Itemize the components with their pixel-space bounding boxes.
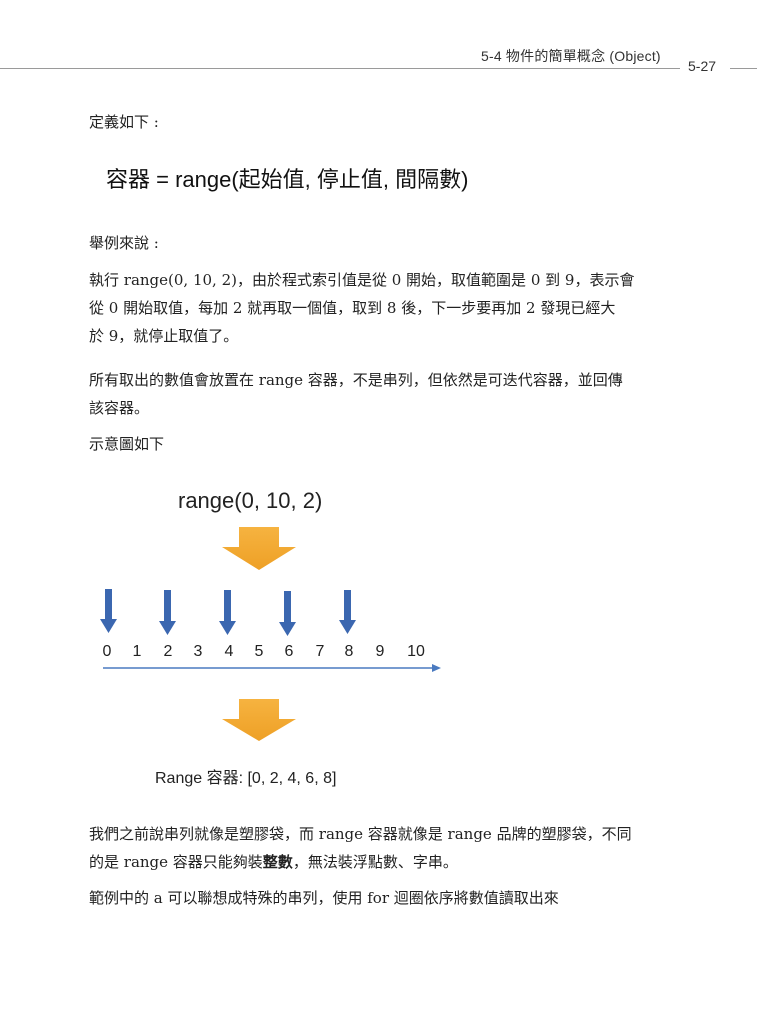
header-divider [0, 68, 680, 69]
axis-number-4: 4 [224, 643, 234, 660]
container-line-1: 所有取出的數值會放置在 range 容器，不是串列，但依然是可迭代容器，並回傳 [89, 371, 623, 389]
container-line-2: 該容器。 [89, 399, 150, 417]
analogy-line-2-post: ，無法裝浮點數、字串。 [292, 853, 458, 871]
analogy-line-1: 我們之前說串列就像是塑膠袋，而 range 容器就像是 range 品牌的塑膠袋… [89, 825, 632, 843]
axis-number-7: 7 [315, 643, 325, 660]
example-line-1: 執行 range(0, 10, 2)，由於程式索引值是從 0 開始，取值範圍是 … [89, 271, 635, 289]
down-arrow-icon-top [222, 527, 296, 570]
example-line-2: 從 0 開始取值，每加 2 就再取一個值，取到 8 後，下一步要再加 2 發現已… [89, 299, 616, 317]
axis-number-5: 5 [254, 643, 264, 660]
container-paragraph: 所有取出的數值會放置在 range 容器，不是串列，但依然是可迭代容器，並回傳 … [89, 366, 679, 422]
pick-arrow-icon-6 [279, 591, 296, 636]
axis-number-1: 1 [132, 643, 142, 660]
down-arrow-icon-bottom [222, 699, 296, 741]
axis-number-9: 9 [375, 643, 385, 660]
analogy-emphasis-integer: 整數 [262, 853, 293, 871]
analogy-paragraph: 我們之前說串列就像是塑膠袋，而 range 容器就像是 range 品牌的塑膠袋… [89, 820, 679, 876]
analogy-line-2: 的是 range 容器只能夠裝整數，無法裝浮點數、字串。 [89, 848, 679, 876]
header-divider-right [730, 68, 757, 69]
pick-arrow-icon-0 [100, 589, 117, 633]
pick-arrow-icon-8 [339, 590, 356, 634]
page-number: 5-27 [688, 58, 717, 74]
example-line-3: 於 9，就停止取值了。 [89, 327, 239, 345]
diagram-result-label: Range 容器: [0, 2, 4, 6, 8] [155, 770, 337, 787]
axis-number-10: 10 [407, 643, 425, 660]
analogy-line-2-pre: 的是 range 容器只能夠裝 [89, 853, 263, 871]
axis-number-2: 2 [163, 643, 173, 660]
axis-number-3: 3 [193, 643, 203, 660]
for-loop-paragraph: 範例中的 a 可以聯想成特殊的串列，使用 for 迴圈依序將數值讀取出來 [89, 889, 559, 907]
definition-intro: 定義如下 : [89, 113, 159, 131]
running-header-section-title: 5-4 物件的簡單概念 (Object) [481, 48, 661, 64]
pick-arrow-icons [100, 589, 356, 636]
axis-number-6: 6 [284, 643, 294, 660]
diagram-range-call-label: range(0, 10, 2) [178, 488, 323, 513]
axis-number-0: 0 [102, 643, 112, 660]
number-axis [103, 664, 441, 672]
example-intro: 舉例來說 : [89, 234, 159, 252]
pick-arrow-icon-2 [159, 590, 176, 635]
axis-number-8: 8 [344, 643, 354, 660]
example-paragraph: 執行 range(0, 10, 2)，由於程式索引值是從 0 開始，取值範圍是 … [89, 266, 679, 350]
pick-arrow-icon-4 [219, 590, 236, 635]
range-formula: 容器 = range(起始值, 停止值, 間隔數) [106, 167, 469, 192]
diagram-intro: 示意圖如下 [89, 435, 165, 453]
